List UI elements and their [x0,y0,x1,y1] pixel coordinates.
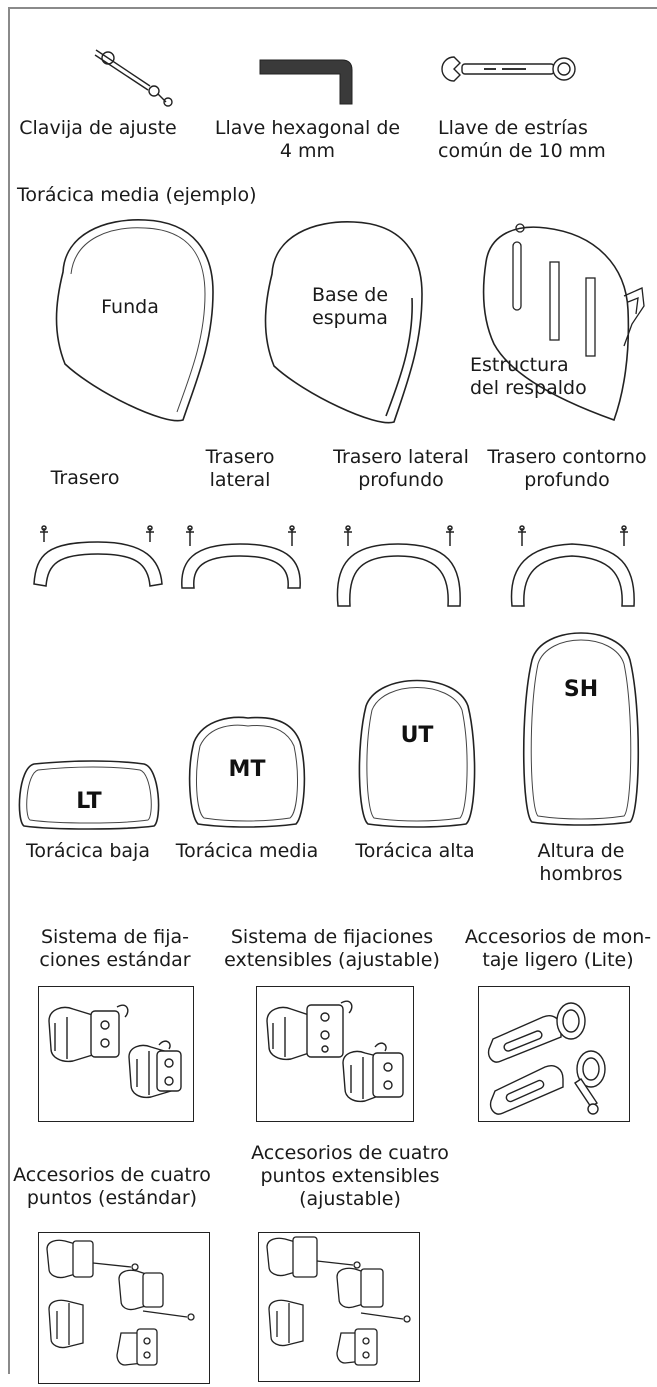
foam-base-illustration [264,221,423,424]
rear-profile-posterior-icon [33,525,163,587]
page-border-top [8,7,657,9]
rear-profile-deep-lateral-icon [336,525,461,607]
backrest-shell-illustration [482,223,645,422]
backrest-shoulder-height-icon: SH [522,632,640,826]
cover-label: Funda [101,296,159,318]
height-code-mt: MT [229,757,266,782]
rear-profile-lateral-icon [181,525,301,589]
hex-key-icon [259,59,353,105]
height-label-upper-thoracic: Torácica alta [355,840,475,862]
height-code-lt: LT [76,789,101,814]
page-border-left [8,7,10,1374]
backrest-upper-thoracic-icon: UT [358,679,476,828]
rear-profile-deep-contour-icon [510,525,635,607]
height-label-low-thoracic: Torácica baja [26,840,150,862]
hardware-label-lite: Accesorios de mon-taje ligero (Lite) [464,926,652,971]
hardware-four-point-extensible-box [258,1232,420,1382]
combination-wrench-icon [441,56,576,82]
bracket-clamp-icon [48,1004,182,1099]
hardware-standard-box [38,986,194,1122]
hardware-four-point-standard-box [38,1232,210,1384]
cover-illustration [55,219,214,422]
tool-label-pin: Clavija de ajuste [19,117,177,139]
hardware-extensible-box [256,986,414,1122]
height-code-sh: SH [564,677,598,702]
adjustment-pin-icon [94,49,173,107]
rear-profile-label-posterior: Trasero [50,467,120,489]
height-label-mid-thoracic: Torácica media [175,840,319,862]
height-code-ut: UT [401,723,434,748]
four-point-extensible-bracket-icon [266,1236,411,1366]
lite-mount-icon [487,1002,606,1115]
hardware-label-standard: Sistema de fija-ciones estándar [39,926,191,971]
components-heading: Torácica media (ejemplo) [17,184,257,206]
four-point-bracket-icon [46,1239,195,1366]
backrest-low-thoracic-icon: LT [18,760,160,830]
extensible-bracket-icon [266,1000,404,1103]
backrest-mid-thoracic-icon: MT [188,716,306,828]
hardware-lite-box [478,986,630,1122]
